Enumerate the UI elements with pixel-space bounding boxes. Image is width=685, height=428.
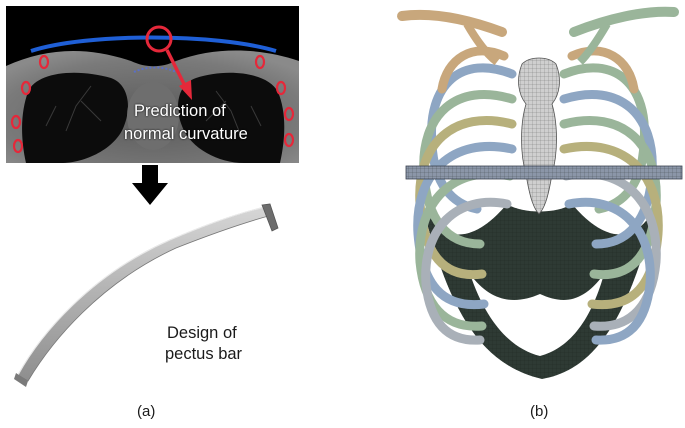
bar-caption-line2: pectus bar [165, 345, 243, 363]
bar-caption-line1: Design of [167, 324, 237, 342]
ct-scan-image: Prediction of normal curvature [6, 6, 299, 163]
magnifier-circle-icon [145, 25, 173, 53]
mediastinum [127, 82, 179, 150]
right-lung [178, 72, 285, 163]
pectus-bar-end [261, 203, 279, 232]
rib-cage-mesh-model [397, 6, 683, 379]
sternum-outline [133, 66, 177, 73]
left-clavicle [397, 9, 507, 37]
red-arrow-icon [179, 80, 192, 100]
rib-markers [10, 54, 295, 154]
lung-vessels [45, 85, 262, 137]
ct-label-line1: Prediction of [134, 102, 226, 120]
panel-b-letter: (b) [530, 403, 549, 420]
right-clavicle [569, 6, 679, 37]
ct-label-line2: normal curvature [124, 125, 248, 143]
left-lung [22, 72, 128, 163]
rib-mesh-overlay [412, 44, 667, 344]
ct-scan-drawing [6, 25, 299, 163]
pectus-bar-model [14, 203, 279, 387]
panel-a-letter: (a) [137, 403, 156, 420]
curvature-line [30, 35, 277, 53]
down-arrow-icon [132, 165, 168, 205]
